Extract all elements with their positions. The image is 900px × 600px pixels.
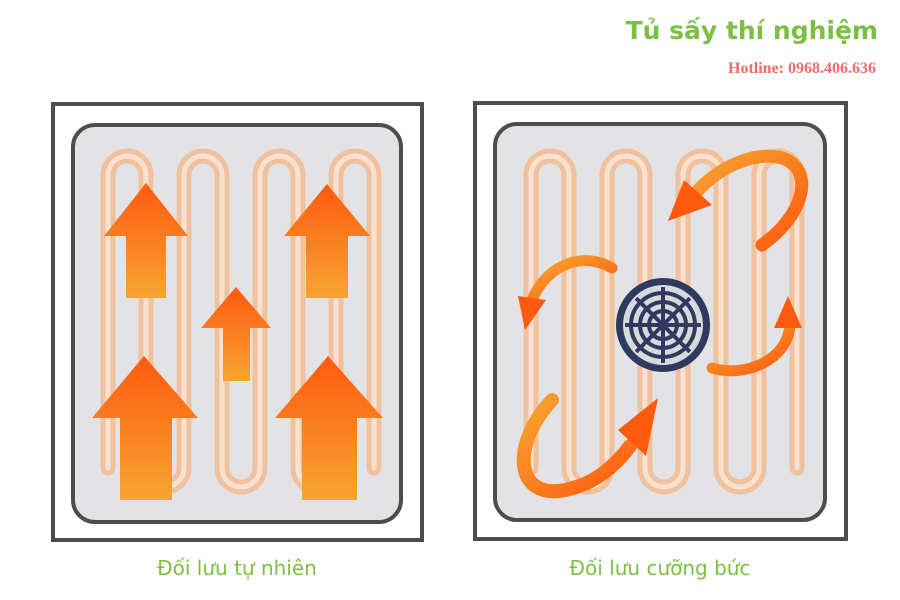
- up-arrow-icon: [201, 287, 271, 381]
- brand-title: Tủ sấy thí nghiệm: [625, 16, 878, 45]
- up-arrow-icon: [92, 356, 198, 500]
- curved-arrow-icon: [706, 296, 802, 377]
- heater-coil-icon: [523, 148, 805, 495]
- forced-convection-panel: [473, 101, 848, 541]
- fan-icon: [616, 278, 710, 372]
- natural-convection-caption: Đối lưu tự nhiên: [157, 556, 317, 580]
- curved-arrow-icon: [668, 149, 809, 252]
- up-arrow-icon: [104, 183, 188, 298]
- forced-convection-caption: Đối lưu cưỡng bức: [569, 556, 751, 580]
- curved-arrow-icon: [516, 393, 658, 499]
- curved-arrow-icon: [518, 255, 618, 330]
- natural-convection-panel: [51, 102, 424, 542]
- up-arrow-icon: [275, 356, 383, 500]
- hotline-text: Hotline: 0968.406.636: [728, 60, 876, 77]
- up-arrow-icon: [284, 184, 370, 298]
